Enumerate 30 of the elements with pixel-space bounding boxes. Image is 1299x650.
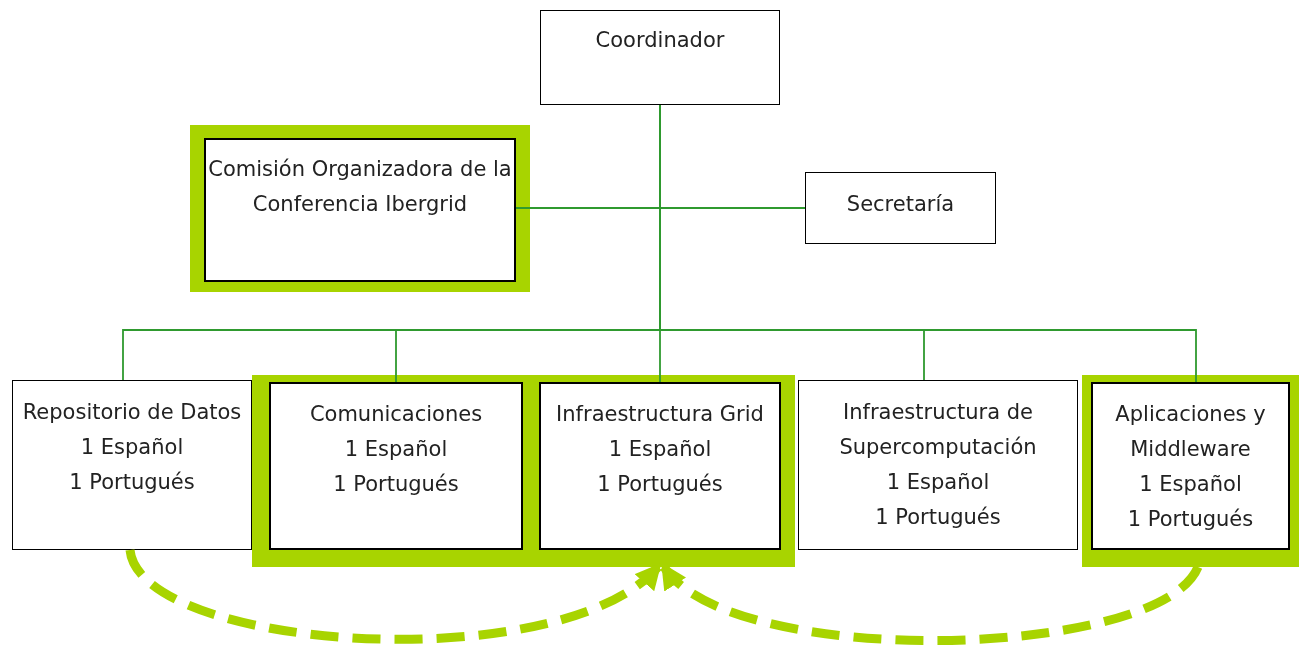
unit-name: Infraestructura de Supercomputación xyxy=(838,399,1038,461)
member-count: 1 Portugués xyxy=(333,471,459,498)
org-box xyxy=(204,138,516,282)
member-count: 1 Portugués xyxy=(875,504,1001,531)
unit-name: Comisión Organizadora de la Conferencia Ibergrid xyxy=(207,156,513,218)
member-count: 1 Español xyxy=(886,469,990,496)
member-count: 1 Portugués xyxy=(69,469,195,496)
member-count: 1 Español xyxy=(608,436,712,463)
unit-name: Repositorio de Datos xyxy=(22,399,242,426)
highlight-frame xyxy=(190,125,530,292)
unit-name: Infraestructura Grid xyxy=(556,401,764,428)
member-count: 1 Español xyxy=(1139,471,1242,498)
member-count: 1 Español xyxy=(344,436,448,463)
unit-name: Secretaría xyxy=(846,191,955,218)
unit-name: Comunicaciones xyxy=(309,401,483,428)
member-count: 1 Español xyxy=(80,434,184,461)
unit-name: Coordinador xyxy=(595,27,725,54)
dashed-curved-arrow xyxy=(125,548,662,644)
org-box xyxy=(798,380,1078,550)
org-box xyxy=(269,382,523,550)
member-count: 1 Portugués xyxy=(597,471,723,498)
org-box xyxy=(805,172,996,244)
org-box xyxy=(539,382,781,550)
highlight-frame xyxy=(1082,375,1299,567)
org-box xyxy=(1091,382,1290,550)
unit-name: Aplicaciones y Middleware xyxy=(1114,401,1267,463)
org-box xyxy=(540,10,780,105)
member-count: 1 Portugués xyxy=(1127,506,1254,533)
org-box xyxy=(12,380,252,550)
highlight-frame xyxy=(252,375,795,567)
